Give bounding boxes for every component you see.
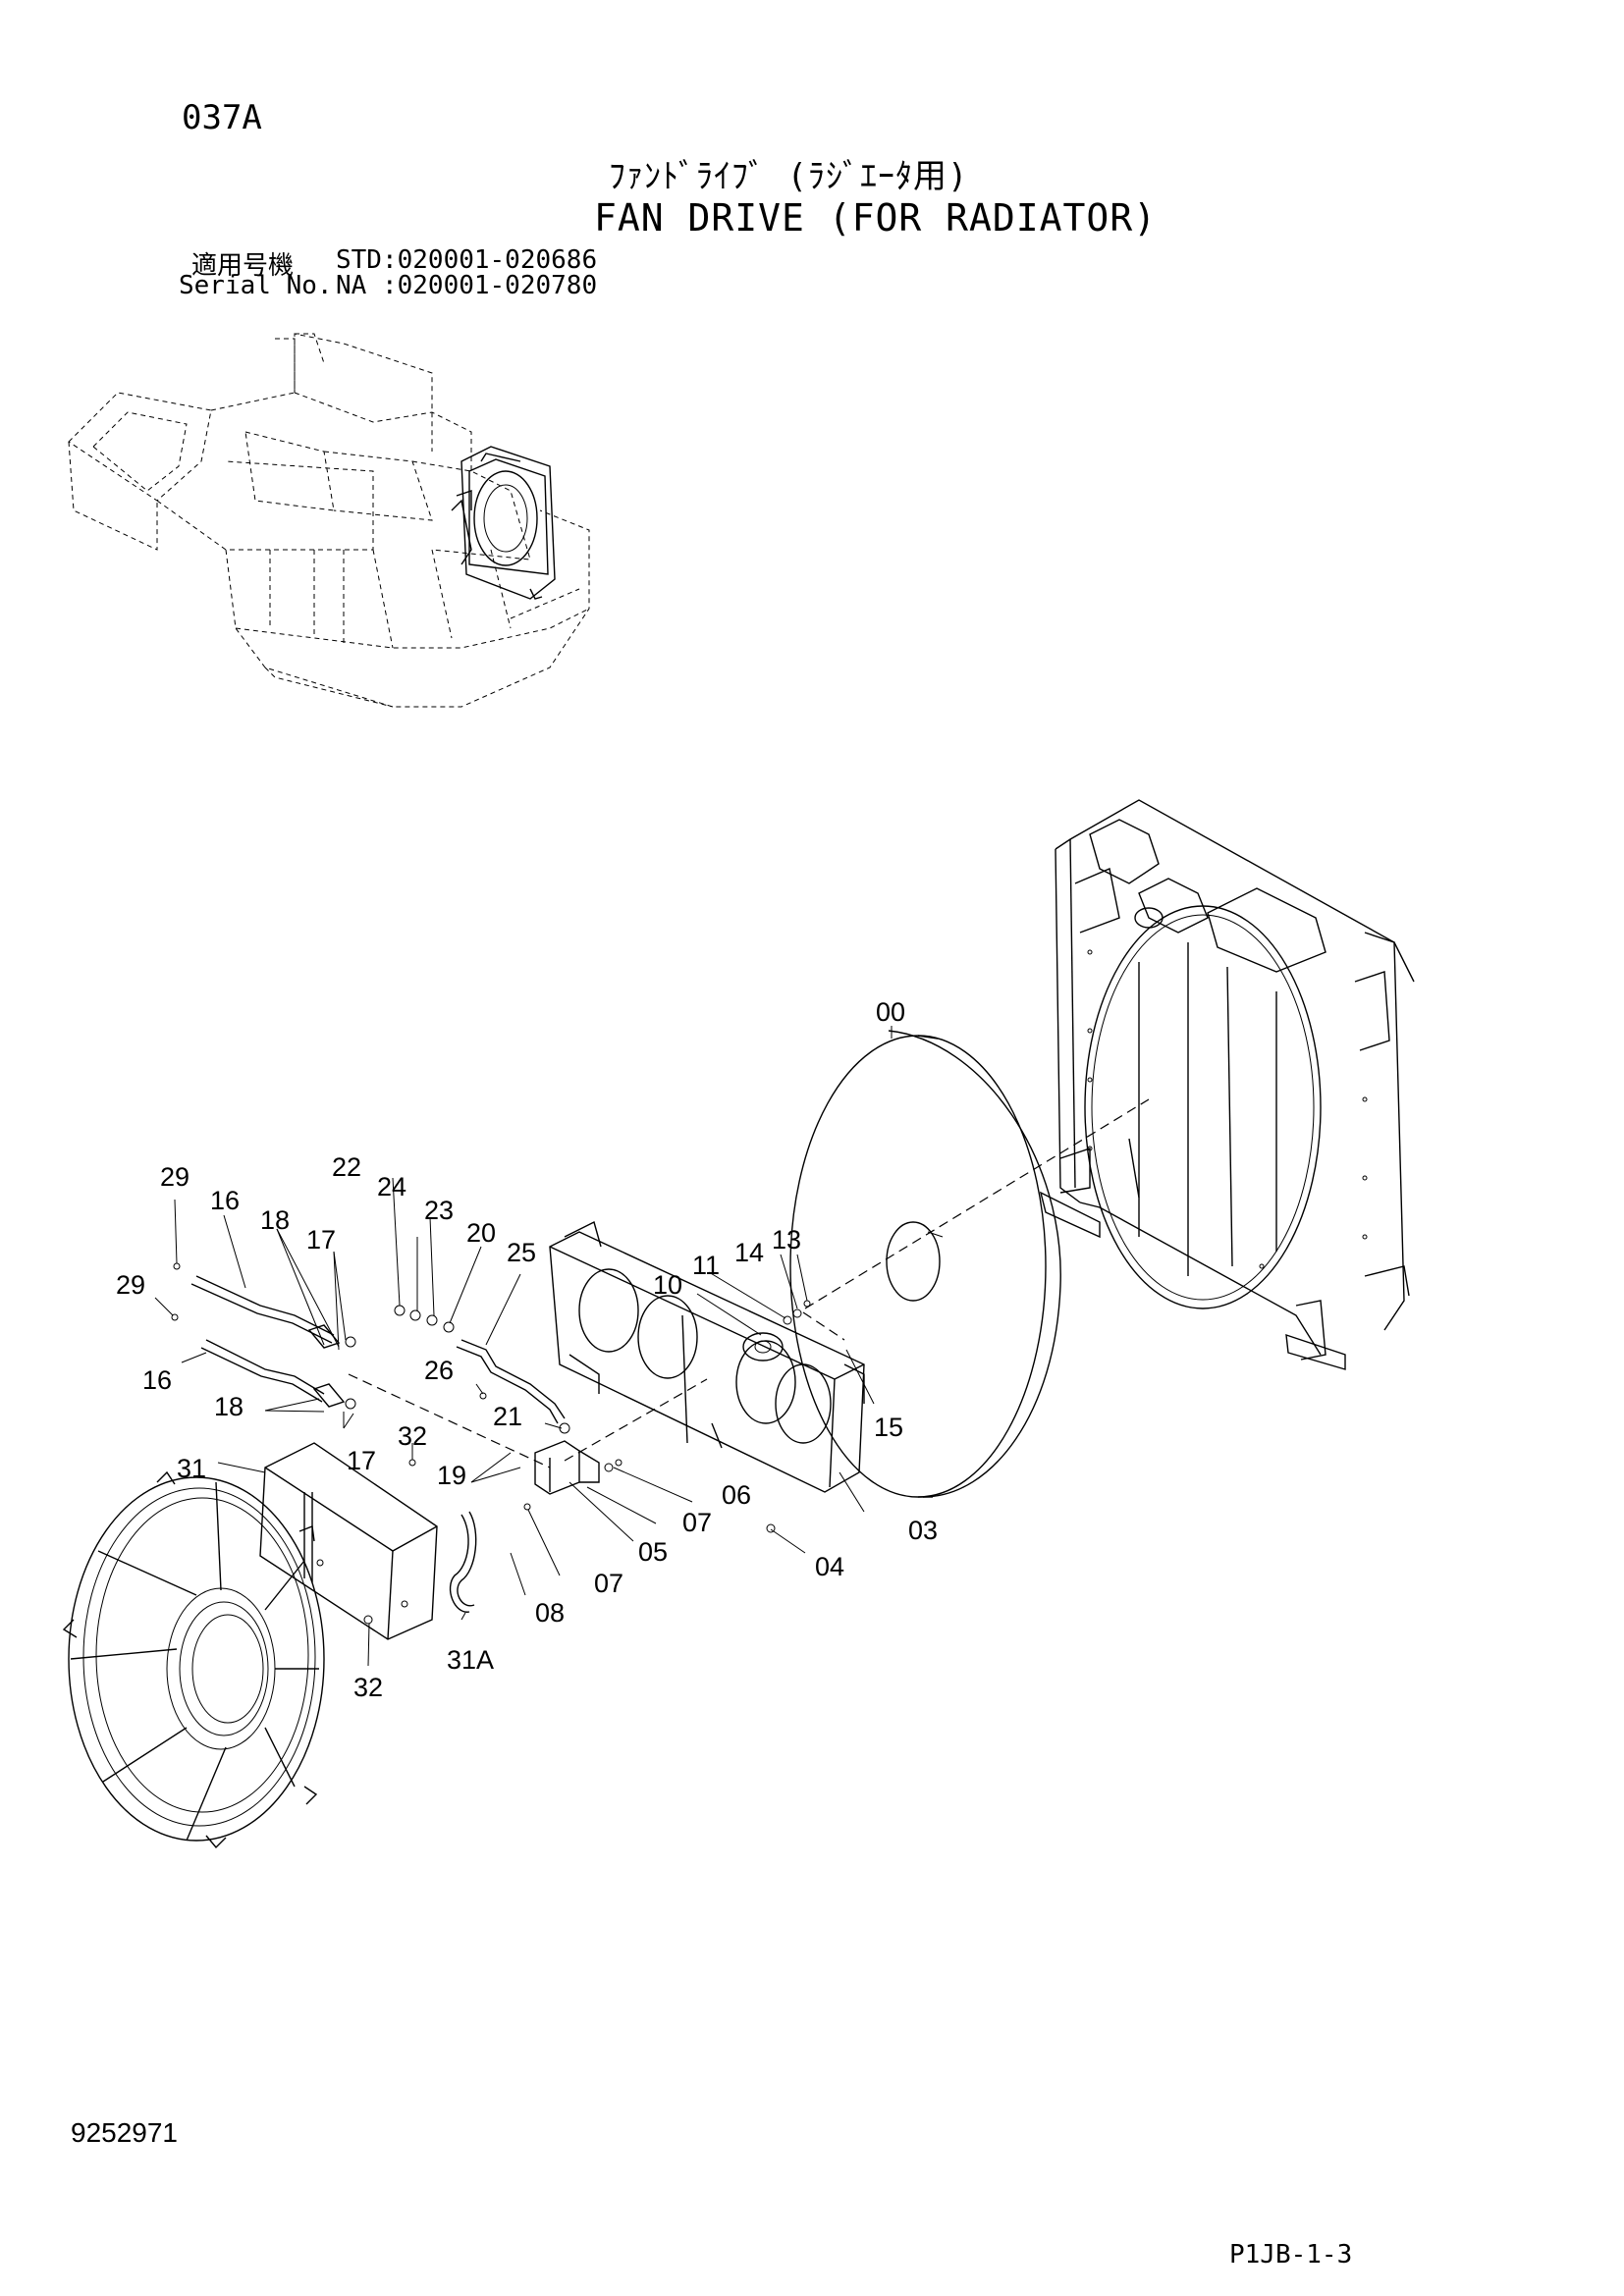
callout-11: 11: [692, 1251, 720, 1280]
callout-07-upper: 07: [682, 1508, 712, 1537]
document-number: 9252971: [71, 2117, 179, 2148]
page-code: 037A: [182, 98, 262, 137]
fan-guard: [62, 1470, 325, 1849]
page-reference: P1JB-1-3: [1229, 2240, 1353, 2269]
callout-14: 14: [734, 1238, 764, 1267]
hose-25-fittings: [363, 1305, 776, 1625]
callout-16-upper: 16: [210, 1186, 240, 1215]
serial-range-std: STD:020001-020686: [336, 245, 598, 275]
callout-16-lower: 16: [142, 1365, 172, 1395]
title-english: FAN DRIVE (FOR RADIATOR): [594, 196, 1158, 240]
callout-17-upper: 17: [306, 1225, 336, 1255]
assembly-line-fan: [804, 1098, 1150, 1309]
callout-20: 20: [466, 1218, 496, 1248]
callout-23: 23: [424, 1196, 454, 1225]
callout-05: 05: [638, 1537, 668, 1567]
serial-label-japanese: 適用号機: [191, 251, 295, 281]
callout-15: 15: [874, 1413, 903, 1442]
callout-29-lower: 29: [116, 1270, 145, 1300]
callout-18-upper: 18: [260, 1205, 290, 1235]
hose-31a-drawing: [457, 1511, 477, 1607]
callout-10: 10: [653, 1270, 682, 1300]
assembly-line-motor: [348, 1373, 551, 1468]
callout-07-lower: 07: [594, 1569, 623, 1598]
radiator-frame: [1039, 799, 1415, 1370]
serial-label-english: Serial No.: [179, 271, 333, 300]
machine-overview-illustration: [68, 333, 590, 708]
callout-19: 19: [437, 1461, 466, 1490]
callout-08: 08: [535, 1598, 565, 1628]
callout-13: 13: [772, 1225, 801, 1255]
callout-25: 25: [507, 1238, 536, 1267]
leader-lines: [154, 1026, 893, 1667]
callout-31: 31: [177, 1454, 206, 1483]
callout-26: 26: [424, 1356, 454, 1385]
callout-21: 21: [493, 1402, 522, 1431]
fan-motor: [534, 1440, 623, 1495]
callout-24: 24: [377, 1172, 406, 1201]
callout-18-lower: 18: [214, 1392, 244, 1421]
cover-panel: [259, 1442, 438, 1640]
callout-04: 04: [815, 1552, 844, 1581]
assembly-line-15: [802, 1311, 845, 1341]
hose-assemblies: [171, 1262, 356, 1410]
callout-32-lower: 32: [353, 1673, 383, 1702]
title-japanese: ﾌｧﾝﾄﾞﾗｲﾌﾞ (ﾗｼﾞｴｰﾀ用): [609, 157, 969, 196]
serial-range-na: NA :020001-020780: [336, 271, 598, 300]
callout-17-lower: 17: [347, 1446, 376, 1475]
mounting-bracket: [549, 1220, 865, 1493]
callout-labels: 00 03 04 05 06 07 07 08 10 11 13 14 15 1…: [116, 997, 938, 1702]
callout-31a: 31A: [447, 1645, 494, 1675]
callout-06: 06: [722, 1480, 751, 1510]
callout-32-upper: 32: [398, 1421, 427, 1451]
callout-03: 03: [908, 1516, 938, 1545]
callout-22: 22: [332, 1152, 361, 1182]
hub-assembly: [742, 1300, 811, 1362]
callout-29-upper: 29: [160, 1162, 189, 1192]
fan-shroud: [789, 1030, 1061, 1498]
hose-31a-edge: [449, 1514, 470, 1613]
assembly-line-bracket: [564, 1378, 708, 1462]
callout-00: 00: [876, 997, 905, 1027]
